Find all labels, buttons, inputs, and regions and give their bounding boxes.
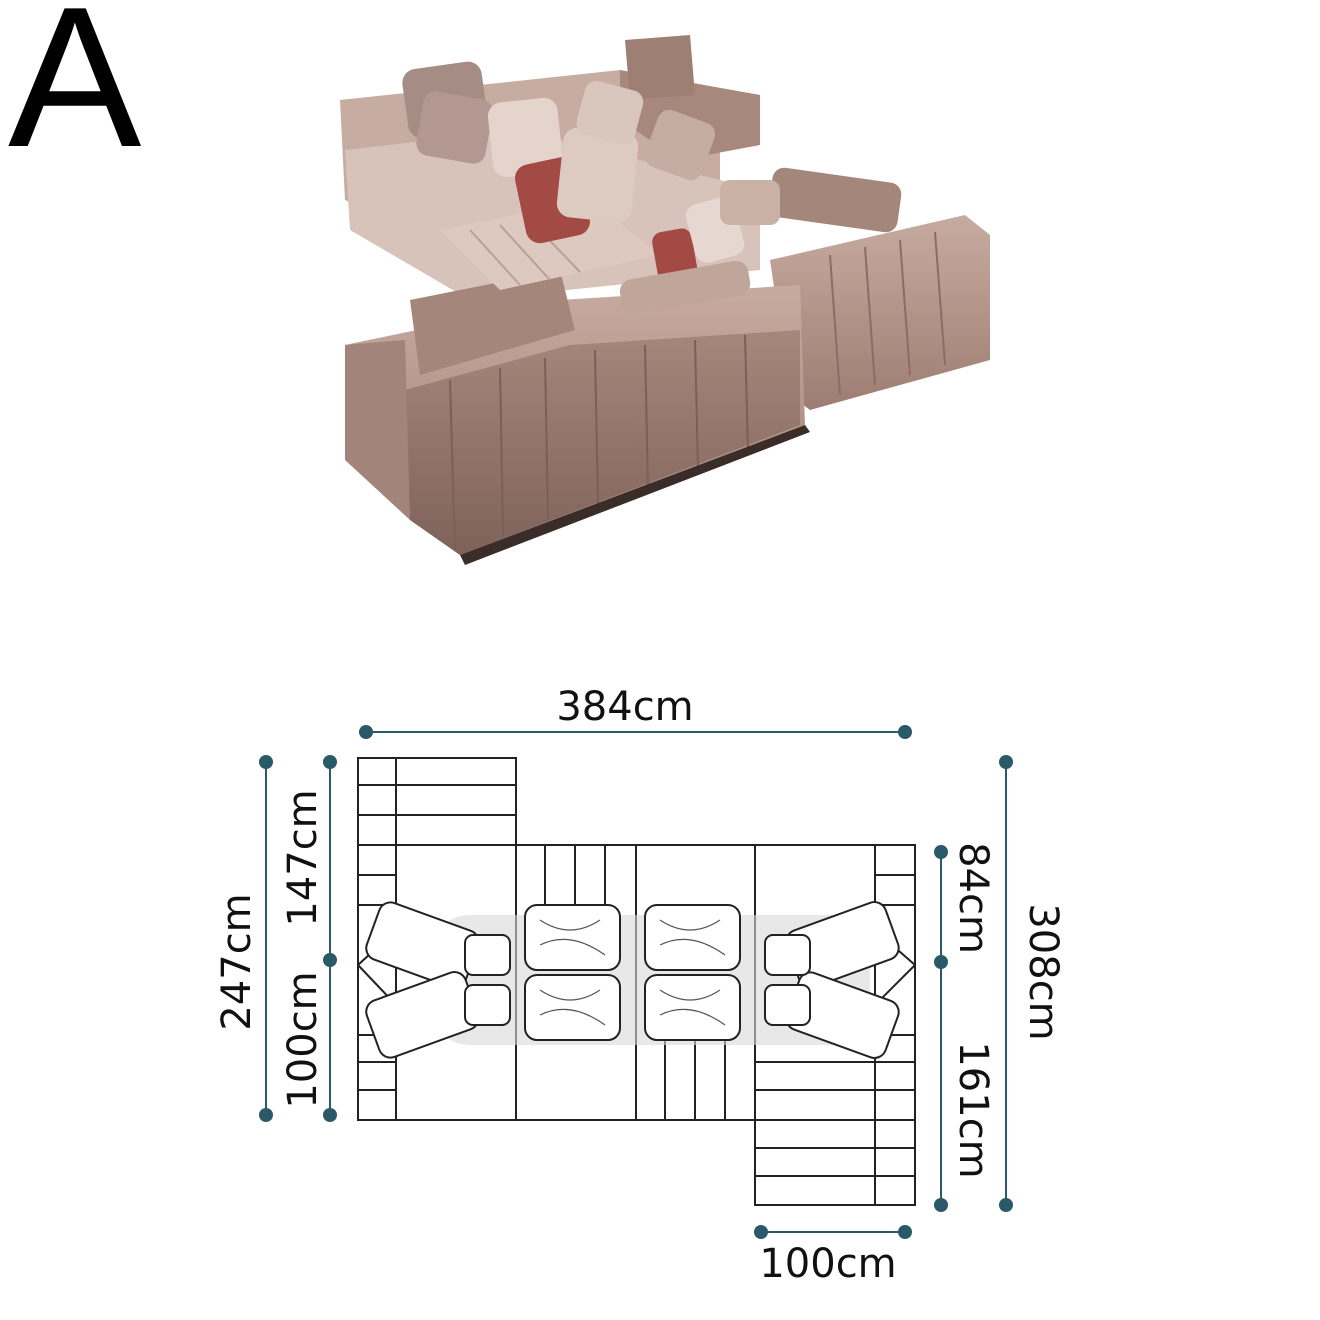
sofa-back-chaise-cushion — [625, 35, 695, 100]
dimension-lines — [259, 725, 1013, 1239]
sofa-render — [340, 35, 990, 565]
dim-top-width: 384cm — [556, 684, 693, 730]
dim-right-inner-top: 84cm — [950, 842, 996, 954]
dim-right-inner-bottom: 161cm — [950, 1041, 996, 1178]
dim-left-outer: 247cm — [214, 893, 260, 1030]
plan-outline — [357, 757, 916, 1206]
dim-bottom-width: 100cm — [759, 1241, 896, 1287]
plan-cushions — [365, 901, 900, 1059]
dim-right-outer: 308cm — [1020, 903, 1066, 1040]
dim-left-inner-bottom: 100cm — [280, 971, 326, 1108]
option-letter: A — [8, 0, 142, 189]
dim-left-inner-top: 147cm — [280, 789, 326, 926]
sofa-headrest — [410, 270, 575, 375]
sofa-right-block — [770, 215, 990, 410]
